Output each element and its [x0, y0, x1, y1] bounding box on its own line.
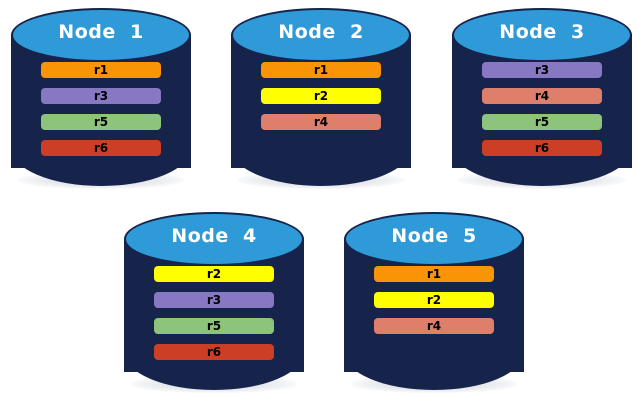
cylinder-shape — [231, 8, 411, 186]
replica-bar-r2[interactable]: r2 — [374, 292, 494, 308]
cylinder-top-ellipse — [124, 212, 304, 266]
cylinder-top-ellipse — [231, 8, 411, 62]
replica-bar-r4[interactable]: r4 — [482, 88, 602, 104]
database-node-5[interactable]: Node 5 r1 r2 r4 — [344, 212, 524, 393]
replica-bar-r6[interactable]: r6 — [154, 344, 274, 360]
replica-bar-r5[interactable]: r5 — [482, 114, 602, 130]
replica-bar-r5[interactable]: r5 — [41, 114, 161, 130]
replica-list: r2 r3 r5 r6 — [124, 266, 304, 370]
replica-list: r3 r4 r5 r6 — [452, 62, 632, 166]
cylinder-top-ellipse — [344, 212, 524, 266]
replica-bar-r2[interactable]: r2 — [154, 266, 274, 282]
database-node-2[interactable]: Node 2 r1 r2 r4 — [231, 8, 411, 189]
cylinder-top-ellipse — [11, 8, 191, 62]
replica-bar-r3[interactable]: r3 — [482, 62, 602, 78]
replica-bar-r2[interactable]: r2 — [261, 88, 381, 104]
replica-bar-r3[interactable]: r3 — [154, 292, 274, 308]
replica-bar-r6[interactable]: r6 — [482, 140, 602, 156]
node-title: Node 1 — [58, 21, 144, 43]
replica-bar-r1[interactable]: r1 — [374, 266, 494, 282]
replica-bar-r1[interactable]: r1 — [41, 62, 161, 78]
database-node-4[interactable]: Node 4 r2 r3 r5 r6 — [124, 212, 304, 393]
replica-bar-r4[interactable]: r4 — [261, 114, 381, 130]
replica-bar-r5[interactable]: r5 — [154, 318, 274, 334]
node-title: Node 5 — [391, 225, 477, 247]
database-node-3[interactable]: Node 3 r3 r4 r5 r6 — [452, 8, 632, 189]
cylinder-top-ellipse — [452, 8, 632, 62]
replica-list: r1 r3 r5 r6 — [11, 62, 191, 166]
replica-bar-r3[interactable]: r3 — [41, 88, 161, 104]
replica-list: r1 r2 r4 — [344, 266, 524, 344]
replica-bar-r6[interactable]: r6 — [41, 140, 161, 156]
node-title: Node 3 — [499, 21, 585, 43]
replica-bar-r1[interactable]: r1 — [261, 62, 381, 78]
node-title: Node 2 — [278, 21, 364, 43]
replica-bar-r4[interactable]: r4 — [374, 318, 494, 334]
replica-list: r1 r2 r4 — [231, 62, 411, 140]
database-node-1[interactable]: Node 1 r1 r3 r5 r6 — [11, 8, 191, 189]
node-title: Node 4 — [171, 225, 257, 247]
